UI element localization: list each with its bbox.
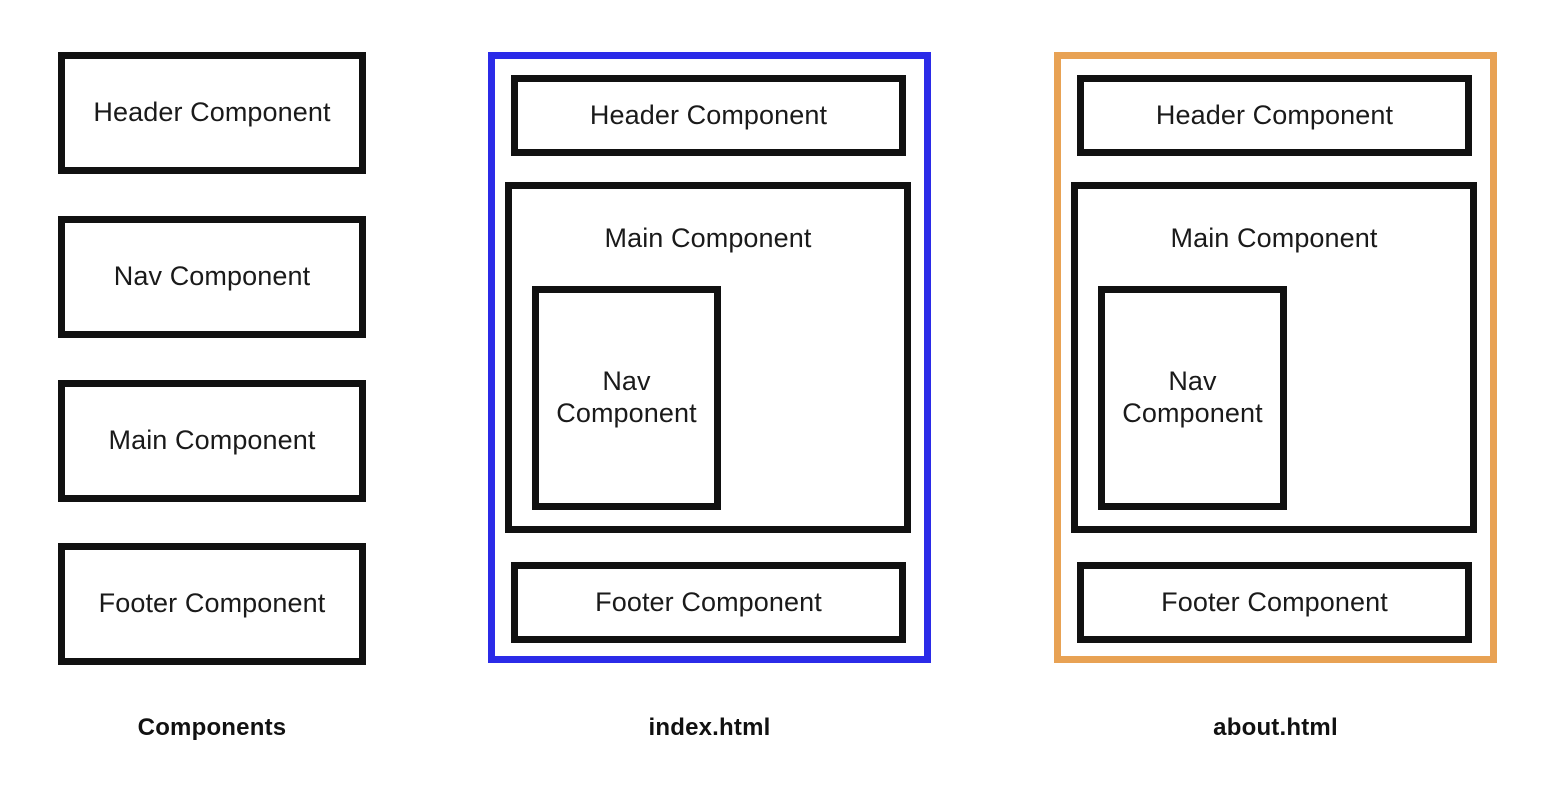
component-box-nav[interactable]: Nav Component — [58, 216, 366, 338]
component-box-nav-label: Nav Component — [113, 261, 311, 292]
component-box-header[interactable]: Header Component — [58, 52, 366, 174]
about-box-header[interactable]: Header Component — [1077, 75, 1472, 156]
component-box-footer-label: Footer Component — [98, 588, 326, 619]
component-box-main[interactable]: Main Component — [58, 380, 366, 502]
about-box-nav[interactable]: Nav Component — [1098, 286, 1287, 510]
about-box-header-label: Header Component — [1155, 99, 1394, 130]
component-box-header-label: Header Component — [93, 97, 331, 128]
component-box-main-label: Main Component — [108, 425, 316, 456]
index-box-nav[interactable]: Nav Component — [532, 286, 721, 510]
column-caption-about-html: about.html — [1213, 714, 1338, 741]
about-box-nav-label: Nav Component — [1122, 366, 1263, 428]
column-components: Header Component Nav Component Main Comp… — [0, 0, 470, 798]
about-box-main-label: Main Component — [1170, 223, 1378, 253]
index-box-header-label: Header Component — [589, 99, 828, 130]
index-box-main-label: Main Component — [604, 223, 812, 253]
index-box-nav-label: Nav Component — [556, 366, 697, 428]
index-box-footer-label: Footer Component — [595, 586, 822, 617]
component-box-footer[interactable]: Footer Component — [58, 543, 366, 665]
index-box-header[interactable]: Header Component — [511, 75, 906, 156]
column-caption-components: Components — [137, 714, 287, 741]
about-box-footer-label: Footer Component — [1161, 586, 1388, 617]
index-box-footer[interactable]: Footer Component — [511, 562, 906, 643]
column-caption-index-html: index.html — [648, 714, 771, 741]
about-box-footer[interactable]: Footer Component — [1077, 562, 1472, 643]
